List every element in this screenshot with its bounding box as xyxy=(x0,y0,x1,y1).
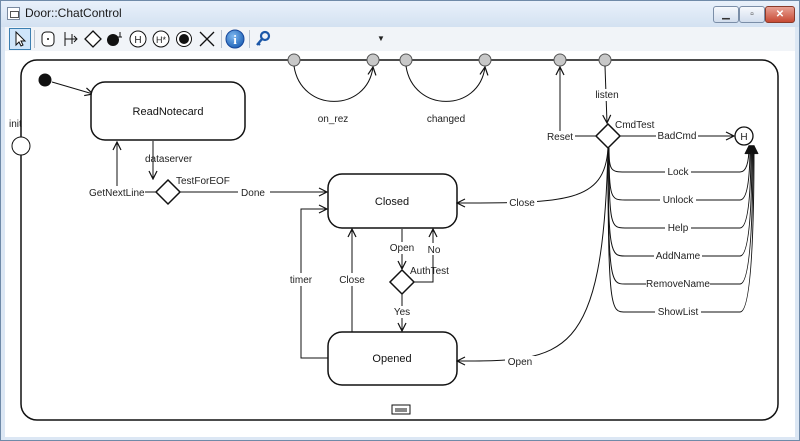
choice-test-for-eof-label: TestForEOF xyxy=(176,176,230,187)
history-glyph: H xyxy=(134,35,141,46)
history-icon: H xyxy=(129,30,147,48)
state-read-notecard[interactable] xyxy=(90,81,246,141)
event-label-reset: Reset xyxy=(547,132,573,143)
toolbar: H H* i ▼ xyxy=(5,27,795,52)
deep-history-glyph: H* xyxy=(156,35,166,45)
event-label-lock: Lock xyxy=(667,167,689,178)
choice-auth-test-label: AuthTest xyxy=(410,266,449,277)
state-diagram: on_rez changed init ReadNotecard TestFor… xyxy=(9,53,779,421)
state-closed-label: Closed xyxy=(375,196,409,208)
delete-tool-button[interactable] xyxy=(196,28,218,50)
event-label-close: Close xyxy=(339,275,365,286)
minimize-button[interactable]: ▁ xyxy=(713,6,739,23)
transition-reset[interactable] xyxy=(560,67,596,137)
transition-changed[interactable] xyxy=(405,66,485,102)
collapse-icon[interactable] xyxy=(391,404,411,415)
transition-initial[interactable] xyxy=(51,81,93,94)
history-tool-button[interactable]: H xyxy=(127,28,149,50)
transition-help[interactable] xyxy=(608,146,751,229)
init-port[interactable] xyxy=(11,136,31,156)
event-label-timer: timer xyxy=(290,275,313,286)
choice-junction-icon xyxy=(64,32,78,46)
toolbar-separator xyxy=(34,30,35,48)
transition-on-rez[interactable] xyxy=(293,66,373,102)
event-label-help: Help xyxy=(668,223,689,234)
initial-state[interactable] xyxy=(38,73,52,87)
state-icon xyxy=(41,31,55,47)
deep-history-icon: H* xyxy=(152,30,170,48)
event-label-done: Done xyxy=(241,188,265,199)
state-tool-button[interactable] xyxy=(37,28,59,50)
event-label-get-next-line: GetNextLine xyxy=(89,188,145,199)
port-changed-start[interactable] xyxy=(399,53,413,67)
event-label-remove-name: RemoveName xyxy=(646,279,710,290)
initial-state-tool-button[interactable] xyxy=(173,28,195,50)
initial-state-icon xyxy=(176,31,192,47)
toolbar-dropdown-arrow[interactable]: ▼ xyxy=(377,34,385,43)
choice-test-for-eof[interactable] xyxy=(154,178,182,206)
window-title: Door::ChatControl xyxy=(25,6,122,20)
event-label-show-list: ShowList xyxy=(658,307,699,318)
info-glyph: i xyxy=(233,32,237,47)
event-label-dataserver: dataserver xyxy=(145,154,193,165)
deep-history-tool-button[interactable]: H* xyxy=(150,28,172,50)
toolbar-separator xyxy=(249,30,250,48)
final-state-tool-button[interactable] xyxy=(104,28,126,50)
maximize-button[interactable]: ▫ xyxy=(739,6,765,23)
init-label: init xyxy=(9,119,22,130)
event-label-bad-cmd: BadCmd xyxy=(658,131,697,142)
history-state[interactable] xyxy=(734,126,754,146)
diagram-canvas[interactable]: on_rez changed init ReadNotecard TestFor… xyxy=(5,51,795,437)
event-label-yes: Yes xyxy=(394,307,410,318)
event-label-no: No xyxy=(428,245,441,256)
event-label-open-command: Open xyxy=(508,357,532,368)
junction-tool-button[interactable] xyxy=(60,28,82,50)
state-opened-label: Opened xyxy=(372,353,411,365)
title-bar[interactable]: Door::ChatControl ▁ ▫ ✕ xyxy=(1,1,799,27)
close-button[interactable]: ✕ xyxy=(765,6,795,23)
port-listen[interactable] xyxy=(598,53,612,67)
event-label-on-rez: on_rez xyxy=(318,114,349,125)
event-label-open: Open xyxy=(390,243,414,254)
state-read-notecard-label: ReadNotecard xyxy=(133,106,204,118)
choice-cmd-test-label: CmdTest xyxy=(615,120,655,131)
choice-tool-button[interactable] xyxy=(82,28,104,50)
port-on-rez-end[interactable] xyxy=(366,53,380,67)
event-label-listen: listen xyxy=(595,90,618,101)
choice-diamond-icon xyxy=(84,30,102,48)
history-state-label: H xyxy=(740,132,747,143)
delete-icon xyxy=(199,31,215,47)
transition-close-command[interactable] xyxy=(457,147,609,203)
transition-unlock[interactable] xyxy=(608,146,750,201)
pointer-tool-button[interactable] xyxy=(9,28,31,50)
port-on-rez-start[interactable] xyxy=(287,53,301,67)
port-changed-end[interactable] xyxy=(478,53,492,67)
event-label-close-command: Close xyxy=(509,198,535,209)
event-label-add-name: AddName xyxy=(656,251,701,262)
event-label-unlock: Unlock xyxy=(663,195,695,206)
transition-get-next-line[interactable] xyxy=(117,142,156,193)
key-icon xyxy=(256,30,271,46)
key-button[interactable] xyxy=(252,28,274,50)
info-icon: i xyxy=(225,29,245,49)
pointer-icon xyxy=(15,31,27,47)
port-reset[interactable] xyxy=(553,53,567,67)
toolbar-separator xyxy=(221,30,222,48)
window-icon xyxy=(7,7,20,20)
final-state-icon xyxy=(107,32,122,46)
info-button[interactable]: i xyxy=(224,28,246,50)
transition-open-command[interactable] xyxy=(457,147,609,361)
event-label-changed: changed xyxy=(427,114,465,125)
